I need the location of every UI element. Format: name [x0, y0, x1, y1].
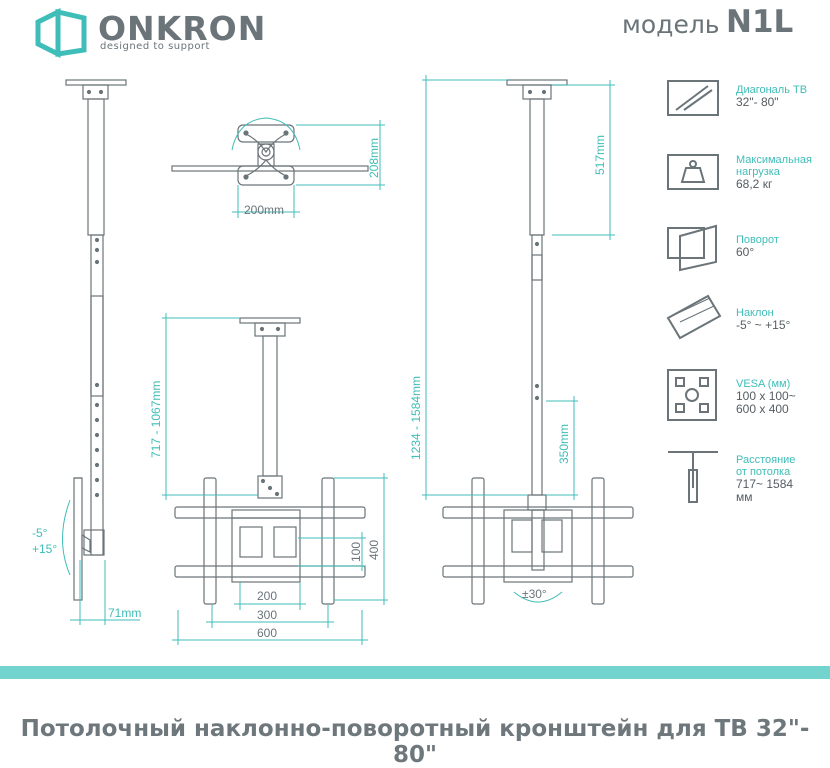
- spec-tilt-value: -5° ~ +15°: [736, 318, 791, 332]
- plate-width-label: 200mm: [244, 203, 284, 217]
- spec-diagonal-value: 32"- 80": [736, 95, 779, 109]
- technical-drawing: 71mm -5° +15° 200mm 208mm: [32, 75, 722, 645]
- weight-icon: [667, 154, 719, 190]
- spec-swivel: Поворот 60°: [736, 234, 779, 259]
- plate-height-label: 208mm: [367, 138, 381, 178]
- side-depth-label: 71mm: [108, 606, 141, 620]
- tilt-icon: [666, 294, 722, 340]
- tall-front-view: [442, 79, 634, 605]
- spec-load-title: Максимальная нагрузка: [736, 154, 812, 178]
- vesa-300-label: 300: [257, 608, 277, 622]
- tall-lower-label: 350mm: [557, 424, 571, 464]
- spec-tilt: Наклон -5° ~ +15°: [736, 307, 790, 332]
- swivel-angle-label: ±30°: [522, 587, 547, 601]
- top-view: [171, 124, 369, 186]
- footer-caption: Потолочный наклонно-поворотный кронштейн…: [20, 716, 810, 768]
- tall-height-label: 1234 - 1584mm: [409, 376, 423, 460]
- onkron-logo-icon: [35, 8, 87, 58]
- swivel-icon: [667, 224, 717, 272]
- spec-diagonal-title: Диагональ ТВ: [736, 84, 808, 96]
- model-value: N1L: [726, 4, 794, 40]
- spec-distance: Расстояние от потолка 717~ 1584 мм: [736, 454, 800, 504]
- vesa-icon: [667, 369, 717, 421]
- vesa-600-label: 600: [257, 626, 277, 640]
- spec-vesa: VESA (мм) 100 x 100~ 600 x 400: [736, 378, 808, 416]
- front-view: [174, 317, 366, 605]
- tall-upper-label: 517mm: [593, 135, 607, 175]
- spec-distance-value: 717~ 1584 мм: [736, 477, 794, 504]
- spec-vesa-value: 100 x 100~ 600 x 400: [736, 389, 796, 416]
- accent-band: [0, 666, 830, 679]
- vesa-400-label: 400: [367, 540, 381, 560]
- side-view: [65, 79, 127, 601]
- spec-swivel-value: 60°: [736, 245, 755, 259]
- spec-diagonal: Диагональ ТВ 32"- 80": [736, 84, 807, 109]
- spec-load: Максимальная нагрузка 68,2 кг: [736, 154, 816, 191]
- spec-distance-title: Расстояние от потолка: [736, 454, 796, 478]
- tilt-neg-label: -5°: [32, 526, 48, 540]
- tv-diagonal-icon: [667, 80, 719, 116]
- ceiling-distance-icon: [668, 451, 718, 503]
- spec-vesa-title: VESA (мм): [736, 378, 791, 390]
- model-label: модель: [622, 10, 720, 39]
- spec-load-value: 68,2 кг: [736, 177, 773, 191]
- tilt-pos-label: +15°: [32, 542, 57, 556]
- spec-tilt-title: Наклон: [736, 307, 774, 319]
- vesa-100-label: 100: [349, 542, 363, 562]
- vesa-200-label: 200: [257, 589, 277, 603]
- spec-swivel-title: Поворот: [736, 234, 779, 246]
- front-height-label: 717 - 1067mm: [149, 381, 163, 458]
- brand-name: ONKRON: [98, 9, 267, 48]
- brand-tagline: designed to support: [100, 41, 210, 52]
